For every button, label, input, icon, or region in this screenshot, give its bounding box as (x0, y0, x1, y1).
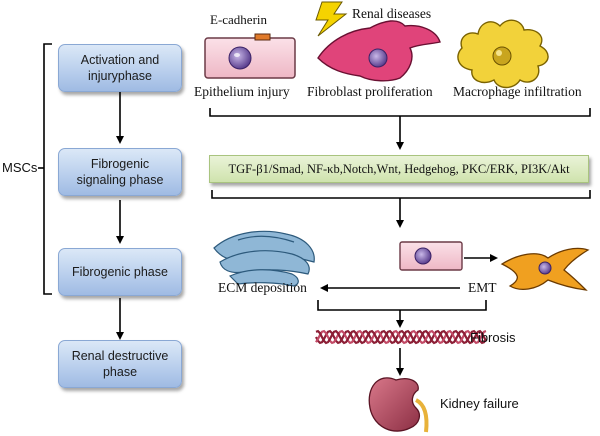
msc-bracket (38, 43, 52, 295)
fibrosis-label: Fibrosis (470, 330, 516, 345)
ecm-icon (213, 230, 315, 287)
lightning-icon (315, 1, 348, 37)
fibrosis-merge-bracket (317, 300, 487, 328)
kidney-failure-label: Kidney failure (440, 396, 519, 411)
kidney-icon (368, 377, 429, 433)
fibrosis-fiber (315, 329, 487, 345)
phase-signaling-label: Fibrogenic signaling phase (76, 157, 164, 187)
phase-signaling: Fibrogenic signaling phase (58, 148, 182, 196)
phase-activation: Activation and injuryphase (58, 44, 182, 92)
renal-diseases-label: Renal diseases (352, 6, 432, 21)
macrophage-infiltration-label: Macrophage infiltration (453, 84, 582, 99)
phase-activation-label: Activation and injuryphase (80, 53, 160, 83)
phase-destructive: Renal destructive phase (58, 340, 182, 388)
signaling-pathways-box: TGF-β1/Smad, NF-κb,Notch,Wnt, Hedgehog, … (209, 155, 589, 183)
emt-label: EMT (468, 280, 497, 295)
fibroblast-proliferation-label: Fibroblast proliferation (307, 84, 433, 99)
ecadherin-label: E-cadherin (210, 12, 268, 27)
fibrosis-icon (315, 329, 487, 345)
phase-fibrogenic-label: Fibrogenic phase (72, 265, 168, 279)
epithelium-injury-label: Epithelium injury (194, 84, 290, 99)
phase-destructive-label: Renal destructive phase (71, 349, 169, 379)
emt-cell-icon (399, 241, 463, 271)
epithelium-cell-icon (204, 33, 296, 79)
pathway-merge-bracket (211, 190, 591, 228)
macrophage-icon (457, 19, 549, 89)
fibroblast-icon (317, 20, 441, 82)
msc-label: MSCs (2, 160, 38, 175)
ecm-deposition-label: ECM deposition (218, 280, 307, 295)
phase-fibrogenic: Fibrogenic phase (58, 248, 182, 296)
top-merge-bracket (209, 108, 591, 150)
signaling-pathways-label: TGF-β1/Smad, NF-κb,Notch,Wnt, Hedgehog, … (228, 161, 570, 176)
mesenchymal-cell-icon (500, 247, 590, 291)
